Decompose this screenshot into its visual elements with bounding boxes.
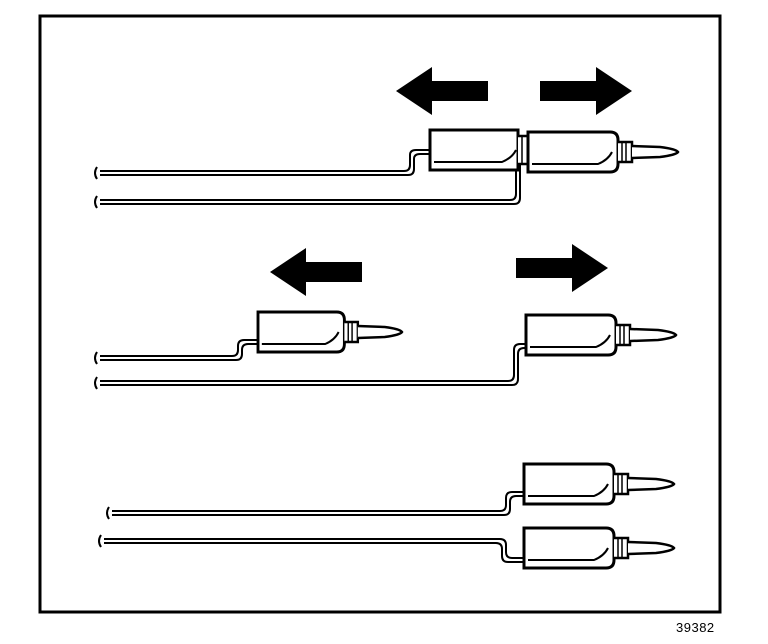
test-probe-rear [428, 128, 530, 172]
lead-wire-upper [100, 339, 258, 357]
figure-number: 39382 [676, 620, 715, 635]
panel-probes-separated [94, 244, 678, 390]
diagram-frame [38, 14, 722, 614]
lead-wire-upper [100, 149, 430, 172]
panel-probes-stored-parallel [98, 462, 676, 570]
lead-wire-lower [100, 343, 526, 382]
panel-probes-joined [94, 67, 680, 209]
lead-wire-upper [112, 491, 524, 512]
lead-wire-lower [104, 538, 524, 559]
